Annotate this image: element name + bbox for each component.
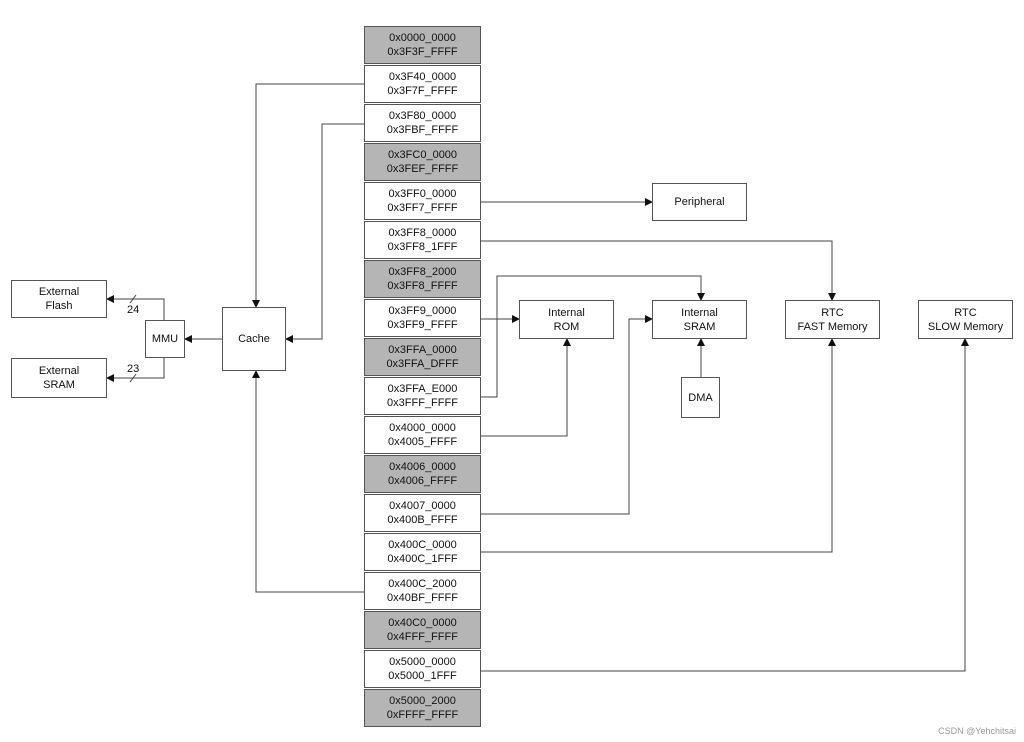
internal-rom-label-2: ROM: [553, 320, 580, 333]
line-mmu-to-sram: [106, 358, 165, 382]
external-sram-label-2: SRAM: [43, 379, 75, 391]
memory-region: 0x3FF8_2000 0x3FF8_FFFF: [364, 260, 481, 298]
region-end-address: 0x3FF9_FFFF: [387, 319, 458, 331]
region-end-address: 0x400C_1FFF: [387, 553, 458, 565]
region-start-address: 0x3FFA_E000: [387, 383, 458, 395]
rtc-fast-label-1: RTC: [821, 306, 844, 319]
external-sram-label-1: External: [38, 365, 80, 377]
region-end-address: 0x3FF8_1FFF: [387, 241, 458, 253]
rtc-slow-label-1: RTC: [954, 306, 977, 319]
internal-sram-box: Internal SRAM: [652, 300, 747, 339]
line-mmu-to-flash: [106, 295, 165, 320]
line-4007-to-sram: [481, 315, 653, 515]
memory-region: 0x5000_2000 0xFFFF_FFFF: [364, 689, 481, 727]
memory-region: 0x4006_0000 0x4006_FFFF: [364, 455, 481, 493]
sram-bus-slash: [129, 373, 137, 383]
memory-region: 0x5000_0000 0x5000_1FFF: [364, 650, 481, 688]
region-start-address: 0x4000_0000: [389, 422, 456, 434]
internal-rom-label-1: Internal: [548, 306, 585, 319]
rtc-slow-label-2: SLOW Memory: [927, 320, 1004, 333]
memory-region: 0x3FFA_0000 0x3FFA_DFFF: [364, 338, 481, 376]
internal-sram-label-1: Internal: [681, 306, 718, 319]
region-start-address: 0x5000_2000: [389, 695, 456, 707]
line-400c2-to-cache: [252, 370, 364, 593]
region-start-address: 0x400C_0000: [388, 539, 457, 551]
region-end-address: 0x4005_FFFF: [387, 436, 458, 448]
memory-region: 0x3FF0_0000 0x3FF7_FFFF: [364, 182, 481, 220]
internal-rom-box: Internal ROM: [519, 300, 614, 339]
region-start-address: 0x4007_0000: [389, 500, 456, 512]
region-end-address: 0x3FF8_FFFF: [387, 280, 458, 292]
region-start-address: 0x3F80_0000: [388, 110, 457, 122]
memory-region: 0x4000_0000 0x4005_FFFF: [364, 416, 481, 454]
region-end-address: 0x3FEF_FFFF: [386, 163, 459, 175]
region-start-address: 0x3FFA_0000: [388, 344, 457, 356]
mmu-label: MMU: [151, 333, 179, 345]
memory-region: 0x4007_0000 0x400B_FFFF: [364, 494, 481, 532]
region-end-address: 0x3F7F_FFFF: [387, 85, 458, 97]
flash-bus-slash: [129, 294, 137, 304]
dma-box: DMA: [681, 377, 720, 418]
cache-box: Cache: [222, 307, 286, 371]
flash-bus-width: 24: [127, 304, 140, 316]
line-3f80-to-cache: [285, 123, 364, 343]
line-400c0-to-rtc-fast: [481, 338, 836, 553]
region-start-address: 0x3FF9_0000: [388, 305, 457, 317]
region-end-address: 0x3FBF_FFFF: [386, 124, 459, 136]
region-start-address: 0x3F40_0000: [388, 71, 457, 83]
memory-region: 0x400C_2000 0x40BF_FFFF: [364, 572, 481, 610]
region-start-address: 0x5000_0000: [389, 656, 456, 668]
line-3ff8-to-rtc-fast: [481, 240, 836, 301]
region-start-address: 0x40C0_0000: [388, 617, 457, 629]
dma-label: DMA: [688, 391, 713, 404]
line-3ffae-to-sram: [481, 275, 705, 398]
region-start-address: 0x3FF8_0000: [388, 227, 457, 239]
internal-sram-label-2: SRAM: [683, 320, 716, 333]
region-end-address: 0x3F3F_FFFF: [387, 46, 458, 58]
region-end-address: 0x3FFF_FFFF: [387, 397, 458, 409]
line-4000-to-rom: [481, 338, 571, 437]
region-start-address: 0x4006_0000: [389, 461, 456, 473]
memory-region: 0x3FF8_0000 0x3FF8_1FFF: [364, 221, 481, 259]
region-end-address: 0x4FFF_FFFF: [387, 631, 458, 643]
region-end-address: 0x40BF_FFFF: [387, 592, 458, 604]
memory-region: 0x40C0_0000 0x4FFF_FFFF: [364, 611, 481, 649]
memory-region: 0x3F80_0000 0x3FBF_FFFF: [364, 104, 481, 142]
peripheral-label: Peripheral: [674, 196, 725, 208]
watermark: CSDN @Yehchitsai: [938, 726, 1016, 736]
memory-region: 0x3FC0_0000 0x3FEF_FFFF: [364, 143, 481, 181]
region-end-address: 0x400B_FFFF: [387, 514, 458, 526]
line-3f40-to-cache: [252, 83, 364, 308]
sram-bus-width: 23: [127, 363, 140, 375]
rtc-fast-label-2: FAST Memory: [797, 320, 868, 333]
cache-label: Cache: [238, 333, 270, 345]
memory-region: 0x400C_0000 0x400C_1FFF: [364, 533, 481, 571]
external-flash-label-2: Flash: [45, 300, 73, 312]
rtc-slow-memory-box: RTC SLOW Memory: [918, 300, 1013, 339]
peripheral-box: Peripheral: [652, 183, 747, 221]
region-end-address: 0x3FF7_FFFF: [387, 202, 458, 214]
line-5000-to-rtc-slow: [481, 338, 969, 672]
region-end-address: 0x5000_1FFF: [388, 670, 457, 682]
memory-region: 0x3F40_0000 0x3F7F_FFFF: [364, 65, 481, 103]
region-end-address: 0x4006_FFFF: [387, 475, 458, 487]
region-end-address: 0xFFFF_FFFF: [386, 709, 459, 721]
mmu-box: MMU: [145, 320, 185, 358]
memory-region: 0x3FFA_E000 0x3FFF_FFFF: [364, 377, 481, 415]
memory-region: 0x3FF9_0000 0x3FF9_FFFF: [364, 299, 481, 337]
region-start-address: 0x0000_0000: [389, 32, 456, 44]
external-flash-label-1: External: [38, 286, 80, 298]
memory-region: 0x0000_0000 0x3F3F_FFFF: [364, 26, 481, 64]
region-end-address: 0x3FFA_DFFF: [386, 358, 459, 370]
region-start-address: 0x400C_2000: [388, 578, 457, 590]
external-flash-box: External Flash: [11, 280, 107, 318]
external-sram-box: External SRAM: [11, 358, 107, 398]
region-start-address: 0x3FF8_2000: [388, 266, 457, 278]
rtc-fast-memory-box: RTC FAST Memory: [785, 300, 880, 339]
region-start-address: 0x3FF0_0000: [388, 188, 457, 200]
region-start-address: 0x3FC0_0000: [387, 149, 458, 161]
